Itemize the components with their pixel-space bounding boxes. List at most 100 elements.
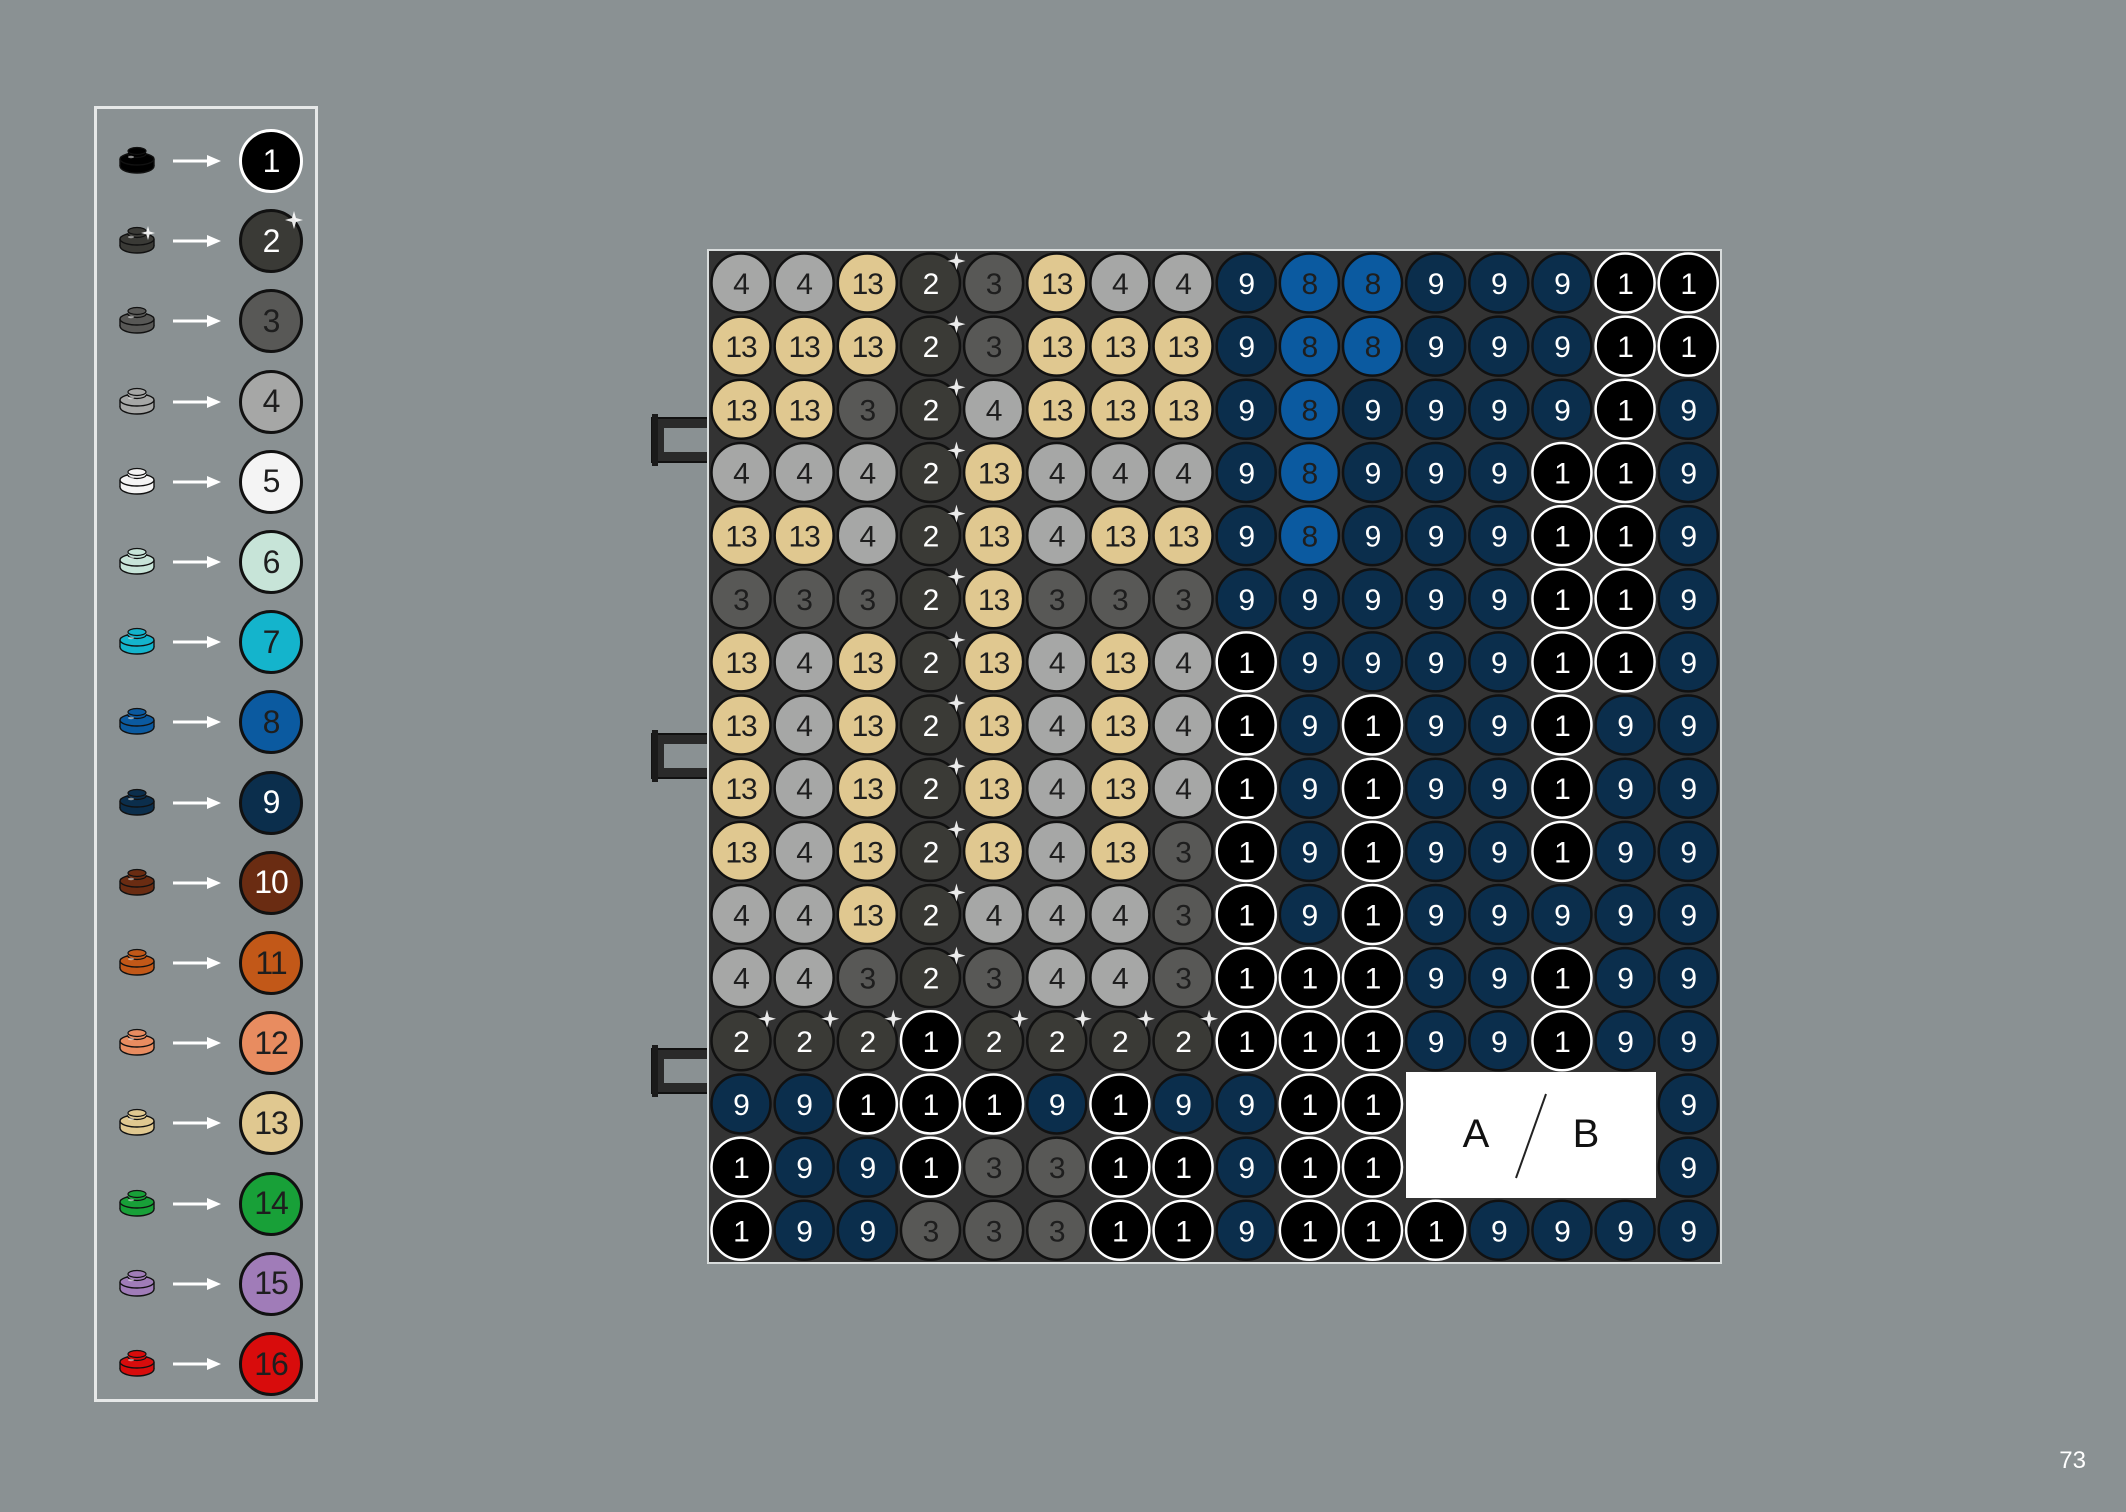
stud-number: 1 [923,1089,939,1122]
stud-number: 13 [1041,394,1073,427]
stud-9-11: 1 [1341,757,1404,819]
stud-number: 9 [1049,1089,1065,1122]
sparkle-icon [947,378,966,397]
legend-number: 7 [262,623,281,660]
arrow-right-icon [173,716,221,729]
arrow-right-icon [173,556,221,568]
round-plate-icon [119,467,155,495]
stud-15-3: 9 [836,1136,899,1198]
stud-11-1: 4 [710,883,772,946]
stud-4-9: 9 [1215,441,1277,504]
stud-number: 9 [1428,268,1444,301]
stud-number: 9 [1680,900,1696,933]
stud-number: 4 [796,900,812,933]
stud-number: 1 [1238,1026,1254,1059]
stud-2-15: 1 [1594,315,1656,377]
stud-number: 9 [1554,1215,1570,1248]
round-plate-icon [119,387,155,415]
stud-number: 13 [852,268,884,301]
stud-8-3: 13 [836,694,899,756]
stud-number: 1 [1617,268,1633,301]
stud-3-16: 9 [1657,378,1719,441]
stud-number: 2 [796,1026,812,1059]
stud-number: 4 [1049,900,1065,933]
legend-row-2: 2 [97,202,321,282]
stud-number: 2 [859,1026,875,1059]
legend-color-swatch: 15 [239,1251,303,1316]
stud-11-6: 4 [1026,883,1088,946]
stud-number: 2 [923,331,939,364]
stud-7-8: 4 [1152,631,1214,693]
stud-number: 1 [1554,710,1570,743]
stud-12-13: 9 [1468,946,1530,1009]
sparkle-icon [947,315,966,334]
stud-15-11: 1 [1341,1136,1404,1198]
stud-number: 13 [725,394,757,427]
stud-11-5: 4 [962,883,1025,946]
sparkle-icon [884,1009,903,1028]
sparkle-icon [947,883,966,902]
stud-10-10: 9 [1278,820,1341,883]
stud-10-6: 4 [1026,820,1088,883]
stud-12-8: 3 [1152,946,1214,1009]
stud-1-12: 9 [1404,252,1467,314]
sparkle-icon [947,504,966,523]
round-plate-icon [119,1189,155,1217]
stud-number: 4 [1112,457,1128,490]
stud-16-11: 1 [1341,1199,1404,1261]
stud-3-13: 9 [1468,378,1530,441]
stud-5-10: 8 [1278,504,1341,567]
stud-3-8: 13 [1152,378,1214,441]
stud-13-12: 9 [1404,1010,1467,1072]
stud-15-7: 1 [1089,1136,1151,1198]
stud-12-6: 4 [1026,946,1088,1009]
stud-4-16: 9 [1657,441,1719,504]
page-number: 73 [2059,1447,2086,1474]
stud-number: 3 [1175,836,1191,869]
stud-number: 13 [788,394,820,427]
round-plate-icon [119,1349,155,1377]
stud-15-9: 9 [1215,1136,1277,1198]
sparkle-icon [285,211,303,230]
stud-number: 9 [1617,836,1633,869]
stud-number: 1 [1617,521,1633,554]
stud-number: 2 [923,521,939,554]
stud-12-5: 3 [962,946,1025,1009]
stud-8-6: 4 [1026,694,1088,756]
stud-7-12: 9 [1404,631,1467,693]
stud-10-13: 9 [1468,820,1530,883]
stud-8-1: 13 [710,694,772,756]
stud-number: 8 [1302,268,1318,301]
stud-number: 13 [1104,773,1136,806]
stud-7-16: 9 [1657,631,1719,693]
stud-4-4: 2 [899,441,966,504]
stud-1-5: 3 [962,252,1025,314]
stud-number: 13 [1104,710,1136,743]
round-plate-icon [119,868,155,896]
stud-1-16: 1 [1657,252,1719,314]
stud-number: 3 [1049,584,1065,617]
stud-3-7: 13 [1089,378,1151,441]
sparkle-icon [947,441,966,460]
stud-7-1: 13 [710,631,772,693]
stud-number: 3 [986,963,1002,996]
stud-1-8: 4 [1152,252,1214,314]
stud-number: 1 [1365,710,1381,743]
stud-number: 4 [1175,710,1191,743]
stud-number: 1 [1365,836,1381,869]
legend-color-swatch: 13 [239,1091,303,1156]
arrow-right-icon [173,957,221,969]
stud-9-13: 9 [1468,757,1530,819]
stud-number: 9 [1680,647,1696,680]
stud-1-2: 4 [773,252,835,314]
stud-number: 4 [1112,963,1128,996]
stud-number: 9 [1491,584,1507,617]
stud-number: 9 [1238,394,1254,427]
stud-16-7: 1 [1089,1199,1151,1261]
stud-number: 13 [1167,331,1199,364]
stud-number: 2 [733,1026,749,1059]
stud-number: 13 [1104,331,1136,364]
stud-number: 13 [725,521,757,554]
stud-11-13: 9 [1468,883,1530,946]
stud-number: 4 [1175,647,1191,680]
